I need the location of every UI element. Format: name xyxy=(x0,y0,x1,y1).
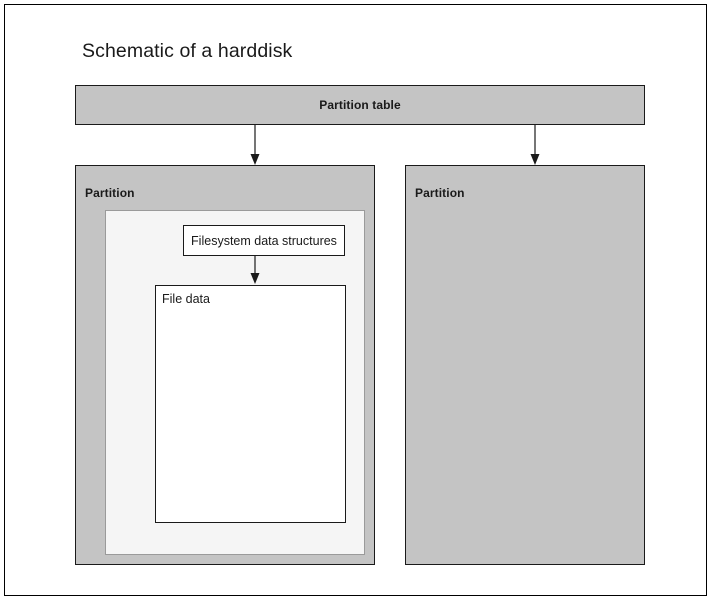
filesystem-data-structures-node[interactable]: Filesystem data structures xyxy=(183,225,345,256)
partition-right-node[interactable]: Partition xyxy=(405,165,645,565)
connector-filesystem-to-file-data xyxy=(250,256,260,284)
page-title: Schematic of a harddisk xyxy=(82,40,293,62)
file-data-node[interactable]: File data xyxy=(155,285,346,523)
filesystem-data-structures-label: Filesystem data structures xyxy=(191,233,337,248)
connector-partition-table-to-partition-left xyxy=(250,125,260,165)
partition-right-label: Partition xyxy=(415,186,465,200)
file-data-label: File data xyxy=(162,292,210,306)
partition-table-label: Partition table xyxy=(319,98,401,112)
page-frame: Schematic of a harddisk Partition table … xyxy=(4,4,707,596)
connector-partition-table-to-partition-right xyxy=(530,125,540,165)
partition-left-label: Partition xyxy=(85,186,135,200)
partition-table-node[interactable]: Partition table xyxy=(75,85,645,125)
